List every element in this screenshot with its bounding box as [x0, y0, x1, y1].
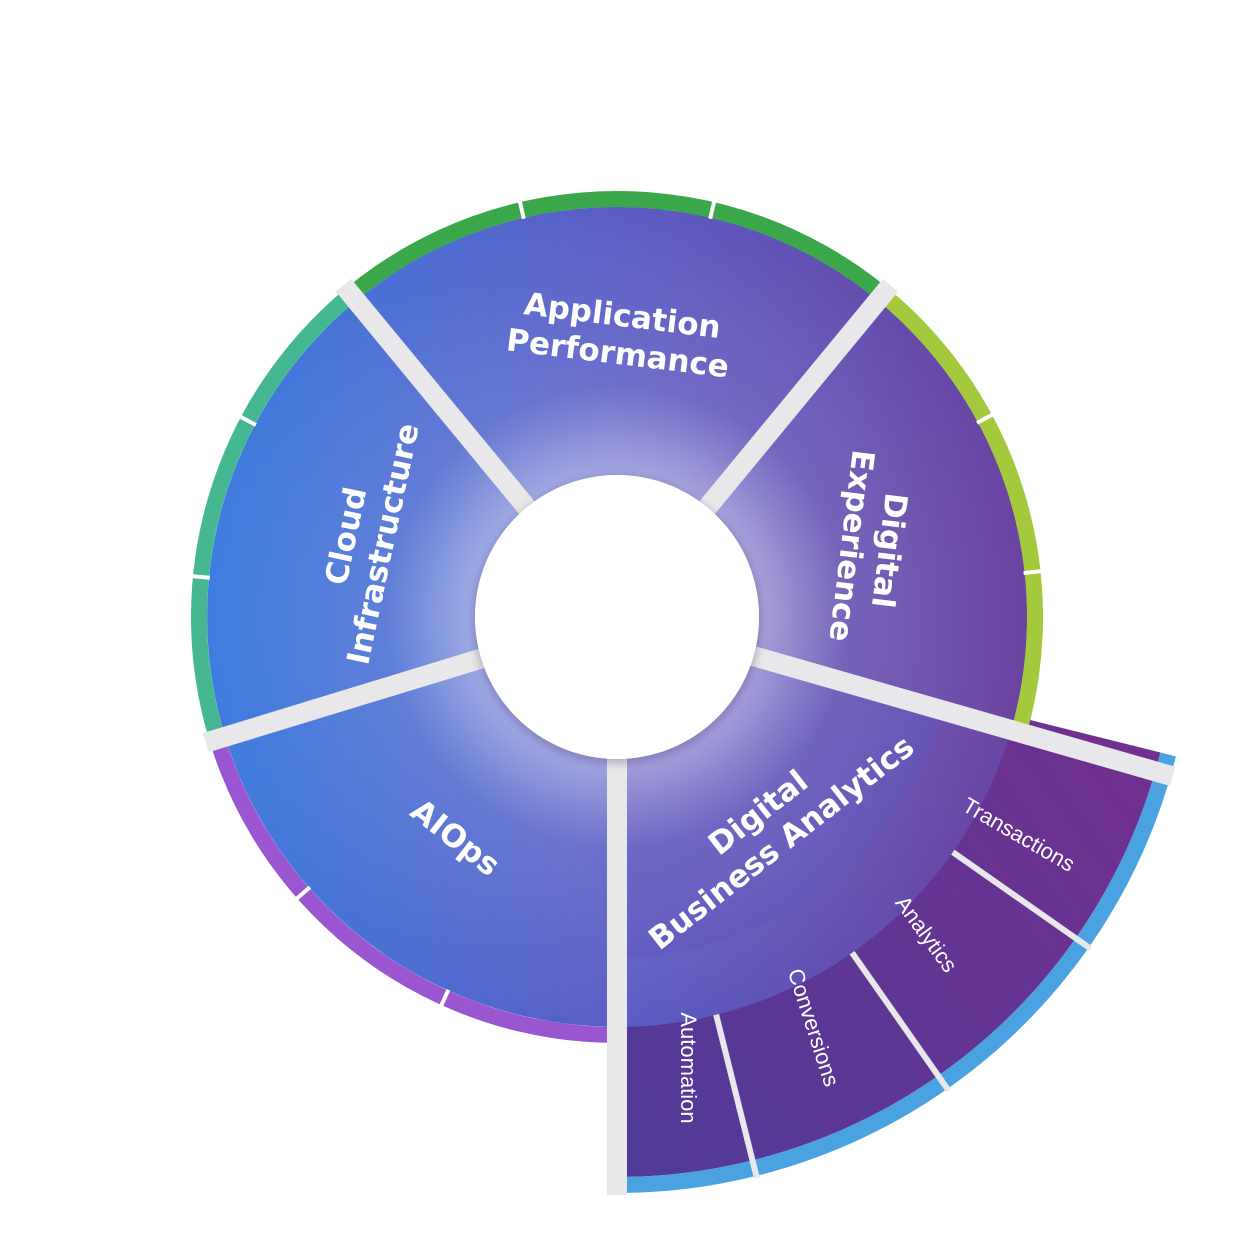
rim-aiops	[209, 736, 617, 1043]
rim-tick	[517, 200, 526, 220]
segment-divider	[748, 645, 1176, 786]
center-glow	[207, 206, 1028, 1027]
sub-segment-rim	[617, 752, 1176, 1193]
sub-segment-label-automation[interactable]: Automation	[676, 1012, 701, 1123]
center-hub	[475, 475, 759, 759]
rim-application-performance	[346, 190, 888, 301]
rim-cloud-infrastructure	[190, 288, 357, 742]
sub-segment-area	[617, 699, 1161, 1177]
rim-tick	[191, 574, 211, 580]
segment-divider	[335, 278, 536, 516]
segment-divider	[202, 648, 487, 753]
rim-tick	[976, 412, 994, 425]
main-segment-layer	[190, 190, 1176, 1195]
rim-tick	[439, 988, 451, 1007]
sub-segment-layer	[617, 699, 1176, 1193]
rim-digital-experience	[877, 288, 1043, 735]
rim-tick	[239, 414, 257, 427]
rim-tick	[295, 885, 312, 901]
segment-divider	[698, 278, 899, 516]
rim-tick	[708, 200, 717, 220]
rim-tick	[1023, 569, 1042, 576]
